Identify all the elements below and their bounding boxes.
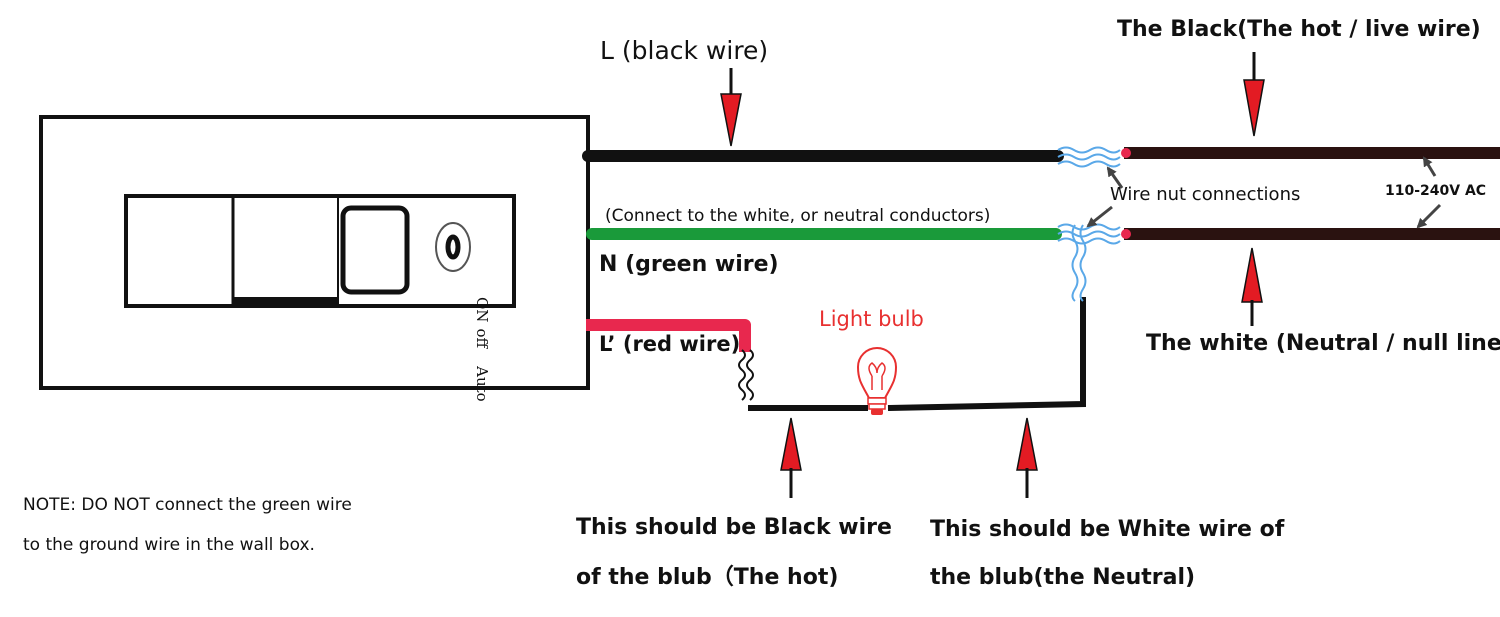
light-bulb-icon (856, 347, 898, 415)
note-line-1: NOTE: DO NOT connect the green wire (23, 495, 352, 515)
bulb-white-line-2: the blub(the Neutral) (930, 565, 1196, 590)
bulb-black-line-1: This should be Black wire (576, 515, 892, 540)
light-bulb-label: Light bulb (819, 307, 924, 331)
bulb-black-line-2: of the blub（The hot) (576, 565, 839, 590)
note-line-2: to the ground wire in the wall box. (23, 535, 315, 555)
n-green-wire-label: N (green wire) (599, 252, 779, 277)
wire-nut-bottom-icon (1057, 223, 1121, 302)
l-prime-red-wire-label: L’ (red wire) (599, 332, 741, 356)
switch-dial-inner (445, 234, 461, 260)
red-wire-nut-squiggle-2 (746, 349, 754, 401)
arrow-l-black-wire-icon (720, 68, 742, 147)
wire-nut-arrow-top (1106, 166, 1124, 189)
voltage-arrow-bottom (1416, 203, 1442, 229)
mains-hot-wire-end (1121, 148, 1131, 158)
green-connect-note: (Connect to the white, or neutral conduc… (605, 206, 991, 226)
arrow-bulb-hot-icon (780, 417, 802, 498)
switch-label-text: ONoffAuto (473, 297, 491, 402)
black-hot-label: The Black(The hot / live wire) (1117, 17, 1481, 42)
arrow-bulb-neutral-icon (1016, 417, 1038, 498)
arrow-black-hot-icon (1243, 52, 1265, 137)
white-neutral-label: The white (Neutral / null line) (1146, 331, 1500, 356)
wire-nut-arrow-bottom (1086, 205, 1113, 228)
arrow-white-neutral-icon (1241, 247, 1263, 326)
bulb-white-line-1: This should be White wire of (930, 517, 1285, 542)
switch-rocker-base (233, 297, 339, 305)
bulb-neutral-wire (887, 297, 1086, 411)
voltage-label: 110-240V AC (1385, 183, 1487, 199)
red-wire (586, 319, 751, 352)
mains-neutral-wire-end (1121, 229, 1131, 239)
voltage-arrow-top (1422, 156, 1437, 177)
l-black-wire-label: L (black wire) (600, 36, 769, 65)
switch-rocker (340, 205, 410, 295)
wire-nut-label: Wire nut connections (1110, 184, 1301, 205)
red-wire-nut-squiggle (738, 349, 746, 401)
wire-nut-top-icon (1057, 146, 1121, 168)
